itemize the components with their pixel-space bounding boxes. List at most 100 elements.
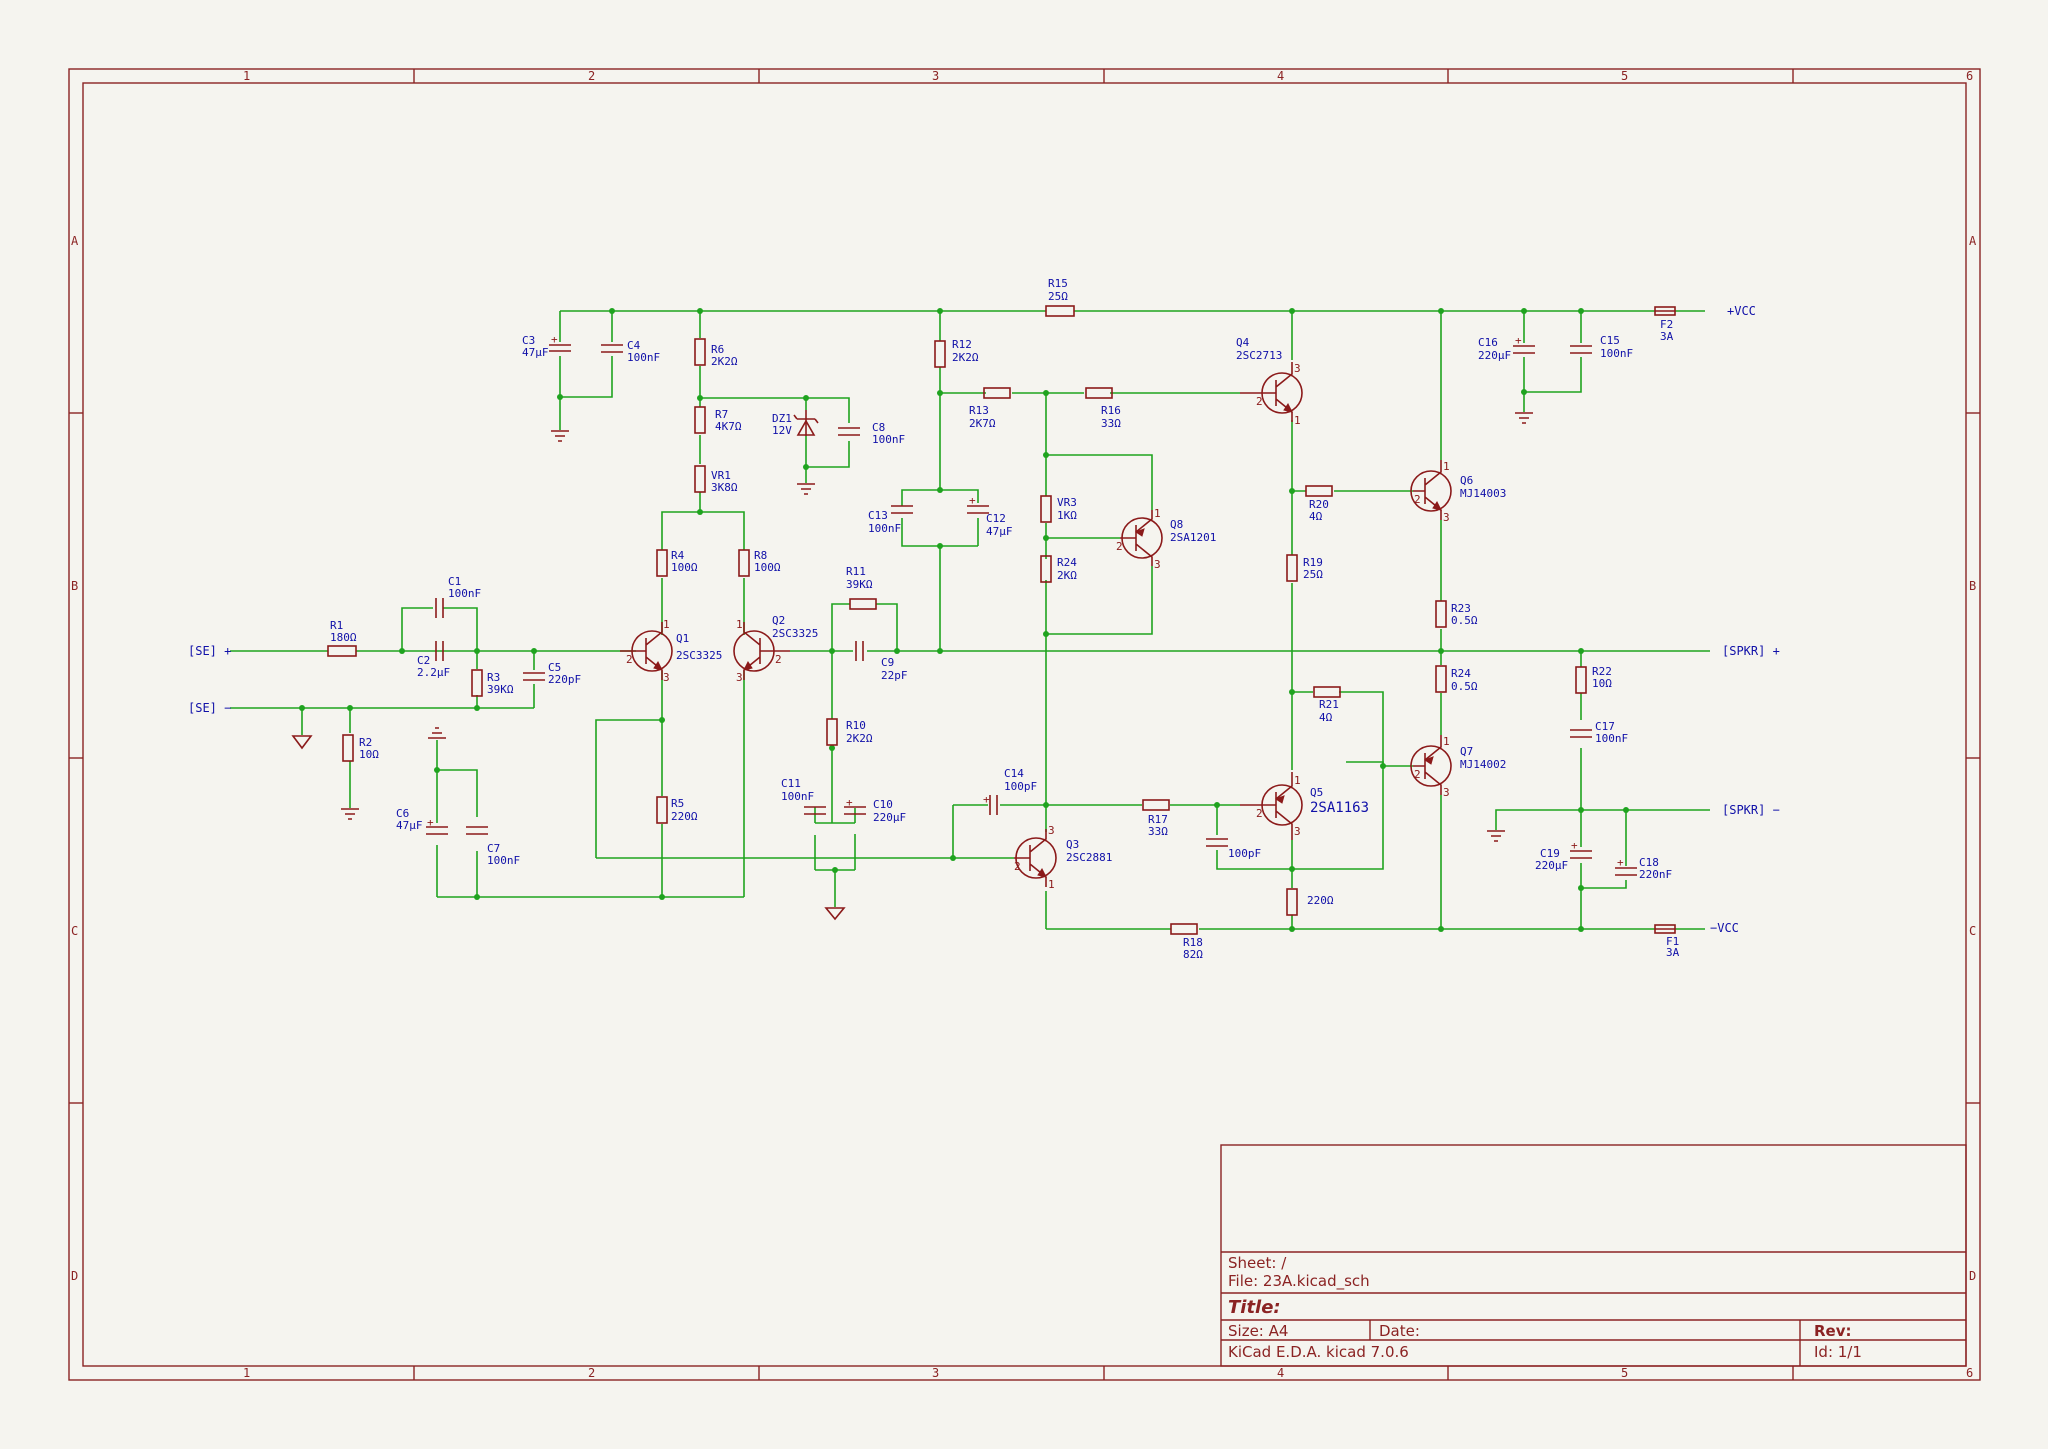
junction-dot (803, 464, 809, 470)
capacitor-symbol (838, 427, 860, 436)
part-value: 100Ω (671, 561, 698, 574)
part-ref: R8 (754, 549, 767, 562)
junction-dot (474, 705, 480, 711)
part-value: 220pF (548, 673, 581, 686)
svg-text:1: 1 (1443, 460, 1450, 473)
capacitor-symbol (466, 826, 488, 835)
part-ref: C1 (448, 575, 461, 588)
part-ref: C13 (868, 509, 888, 522)
part-ref: R21 (1319, 698, 1339, 711)
junction-dot (829, 648, 835, 654)
part-ref: R18 (1183, 936, 1203, 949)
column-label: 1 (243, 69, 250, 83)
resistor-symbol (1575, 666, 1587, 694)
part-value: 10Ω (359, 748, 379, 761)
column-label: 6 (1966, 1366, 1973, 1380)
part-value: 33Ω (1101, 417, 1121, 430)
part-value: 2K2Ω (846, 732, 873, 745)
sheet-id: Id: 1/1 (1814, 1343, 1862, 1361)
svg-text:3: 3 (1294, 362, 1301, 375)
junction-dot (1289, 308, 1295, 314)
file-name: File: 23A.kicad_sch (1228, 1272, 1370, 1291)
junctions (299, 308, 1629, 932)
part-ref: C15 (1600, 334, 1620, 347)
svg-text:2: 2 (1116, 540, 1123, 553)
junction-dot (1043, 535, 1049, 541)
column-label: 4 (1277, 69, 1284, 83)
junction-dot (1578, 308, 1584, 314)
part-ref: Q1 (676, 632, 689, 645)
part-value: 100pF (1004, 780, 1037, 793)
part-value: 47µF (986, 525, 1013, 538)
part-value: 2K2Ω (711, 355, 738, 368)
svg-text:1: 1 (1294, 774, 1301, 787)
part-value: 2K2Ω (952, 351, 979, 364)
capacitor-symbol (426, 826, 448, 835)
resistor-symbol (694, 406, 706, 434)
row-label: A (71, 234, 79, 248)
junction-dot (697, 308, 703, 314)
svg-text:+: + (1617, 856, 1624, 869)
resistor-symbol (471, 669, 483, 697)
part-ref: C18 (1639, 856, 1659, 869)
resistor-symbol (1286, 554, 1298, 582)
junction-dot (1578, 648, 1584, 654)
part-ref: C11 (781, 777, 801, 790)
junction-dot (399, 648, 405, 654)
row-label: B (71, 579, 78, 593)
junction-dot (1521, 308, 1527, 314)
part-value: 3A (1660, 330, 1674, 343)
part-ref: Q6 (1460, 474, 1473, 487)
part-value: 100pF (1228, 847, 1261, 860)
row-label: D (1969, 1269, 1976, 1283)
ground-icon (341, 808, 359, 820)
part-value: 47µF (396, 819, 423, 832)
svg-text:+: + (551, 333, 558, 346)
svg-text:+: + (427, 816, 434, 829)
junction-dot (659, 717, 665, 723)
junction-dot (829, 745, 835, 751)
part-ref: R17 (1148, 813, 1168, 826)
part-value: MJ14002 (1460, 758, 1506, 771)
column-label: 6 (1966, 69, 1973, 83)
part-value: 47µF (522, 346, 549, 359)
svg-text:3: 3 (1443, 786, 1450, 799)
resistor-symbol (1040, 555, 1052, 583)
junction-dot (803, 395, 809, 401)
part-value: 2KΩ (1057, 569, 1077, 582)
svg-text:+: + (969, 494, 976, 507)
part-value: 33Ω (1148, 825, 1168, 838)
transistor-q1: 2 1 3 (620, 618, 673, 684)
junction-dot (609, 308, 615, 314)
junction-dot (950, 855, 956, 861)
part-ref: C4 (627, 339, 641, 352)
resistor-symbol (738, 549, 750, 577)
part-value: 220Ω (671, 810, 698, 823)
part-ref: R6 (711, 343, 724, 356)
part-value: 2K7Ω (969, 417, 996, 430)
junction-dot (659, 894, 665, 900)
part-value: 4K7Ω (715, 420, 742, 433)
capacitor-symbol (601, 344, 623, 353)
part-value: 39KΩ (487, 683, 514, 696)
part-ref: C7 (487, 842, 500, 855)
resistor-symbol (826, 718, 838, 746)
component-labels: C1 100nF C2 2.2µF R1 180Ω R3 39KΩ C5 220… (330, 277, 1680, 961)
junction-dot (937, 390, 943, 396)
part-ref: Q4 (1236, 336, 1250, 349)
part-value: 220µF (1535, 859, 1568, 872)
svg-text:+: + (1515, 334, 1522, 347)
net-labels: [SE] + [SE] − +VCC −VCC [SPKR] + [SPKR] … (188, 304, 1780, 935)
part-value: 2.2µF (417, 666, 450, 679)
net-spkr-minus: [SPKR] − (1722, 803, 1780, 817)
junction-dot (937, 543, 943, 549)
svg-text:+: + (983, 793, 990, 806)
resistor-symbol (327, 645, 357, 657)
resistor-symbol (1435, 665, 1447, 693)
junction-dot (1289, 866, 1295, 872)
part-value: 2SC3325 (676, 649, 722, 662)
capacitor-symbol (1513, 345, 1535, 354)
junction-dot (474, 894, 480, 900)
resistors (327, 305, 1676, 935)
capacitors: + + + + + + + + (426, 333, 1637, 876)
